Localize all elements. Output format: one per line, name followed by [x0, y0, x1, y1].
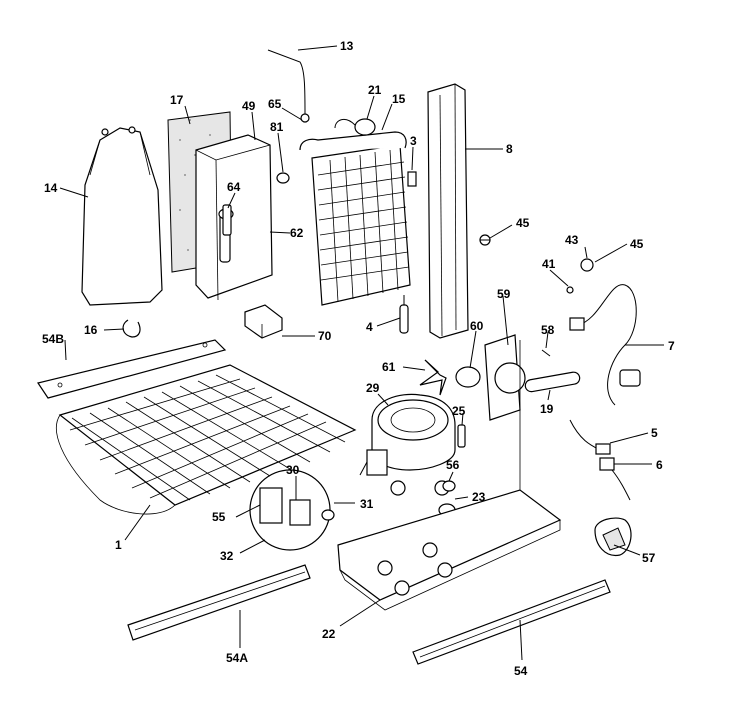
part-59-fan-bracket [484, 334, 526, 421]
label-56: 56 [446, 458, 460, 472]
label-19: 19 [540, 402, 554, 416]
label-64: 64 [227, 180, 241, 194]
part-60-fan-motor [455, 366, 481, 388]
part-57-bracket [594, 517, 632, 557]
part-29-compressor [366, 393, 456, 496]
label-45b: 45 [630, 237, 644, 251]
part-8-rail [427, 83, 469, 339]
part-16-clip [122, 319, 141, 338]
label-54B: 54B [42, 332, 64, 346]
label-29: 29 [366, 381, 380, 395]
label-5: 5 [651, 426, 658, 440]
label-55: 55 [212, 510, 226, 524]
label-70: 70 [318, 329, 332, 343]
label-14: 14 [44, 181, 58, 195]
label-1: 1 [115, 538, 122, 552]
label-57: 57 [642, 551, 656, 565]
label-23: 23 [472, 490, 486, 504]
part-13-tube [267, 49, 310, 123]
part-58-screw [541, 349, 551, 357]
part-45-screw [479, 234, 491, 246]
part-25-rivet [457, 424, 466, 448]
part-7-power-cord [569, 284, 641, 406]
part-62-housing [195, 134, 273, 301]
part-61-fan-blade [419, 359, 447, 396]
label-41: 41 [542, 257, 556, 271]
label-3: 3 [410, 134, 417, 148]
label-54: 54 [514, 664, 528, 678]
label-61: 61 [382, 360, 396, 374]
label-65: 65 [268, 97, 282, 111]
part-15-evaporator [299, 131, 411, 306]
label-81: 81 [270, 120, 284, 134]
part-19-tube [524, 371, 581, 393]
part-22-base [337, 340, 562, 611]
part-1-condenser [56, 364, 357, 515]
label-32: 32 [220, 549, 234, 563]
label-22: 22 [322, 627, 336, 641]
part-3-clip [407, 171, 417, 187]
part-55-detail-inset [249, 469, 335, 551]
label-30: 30 [286, 463, 300, 477]
label-49: 49 [242, 99, 256, 113]
label-6: 6 [656, 458, 663, 472]
label-13: 13 [340, 39, 354, 53]
part-56-grommet [442, 480, 456, 492]
part-41-screw [566, 286, 574, 294]
part-70-bracket [244, 304, 283, 339]
label-21: 21 [368, 83, 382, 97]
part-5-harness [569, 419, 611, 455]
part-54A-rail [127, 564, 311, 641]
label-60: 60 [470, 319, 484, 333]
part-6-connector [599, 457, 631, 501]
part-4-sensor [399, 295, 409, 334]
part-54B-rail [37, 339, 227, 399]
part-81-clip [276, 172, 290, 184]
label-62: 62 [290, 226, 304, 240]
label-7: 7 [668, 339, 675, 353]
label-17: 17 [170, 93, 184, 107]
label-58: 58 [541, 323, 555, 337]
label-15: 15 [392, 92, 406, 106]
label-43: 43 [565, 233, 579, 247]
part-43-clip [580, 258, 594, 272]
label-54A: 54A [226, 651, 248, 665]
label-31: 31 [360, 497, 374, 511]
label-25: 25 [452, 404, 466, 418]
part-54-rail [412, 579, 611, 665]
part-21-thermostat [334, 118, 376, 136]
label-4: 4 [366, 320, 373, 334]
label-45a: 45 [516, 216, 530, 230]
label-8: 8 [506, 142, 513, 156]
label-16: 16 [84, 323, 98, 337]
callout-labels: 13 17 49 65 21 15 81 3 8 14 64 62 45 43 … [42, 39, 675, 678]
leader-lines [59, 45, 664, 661]
part-64-drain [222, 204, 232, 236]
label-59: 59 [497, 287, 511, 301]
part-14-liner [81, 126, 163, 306]
